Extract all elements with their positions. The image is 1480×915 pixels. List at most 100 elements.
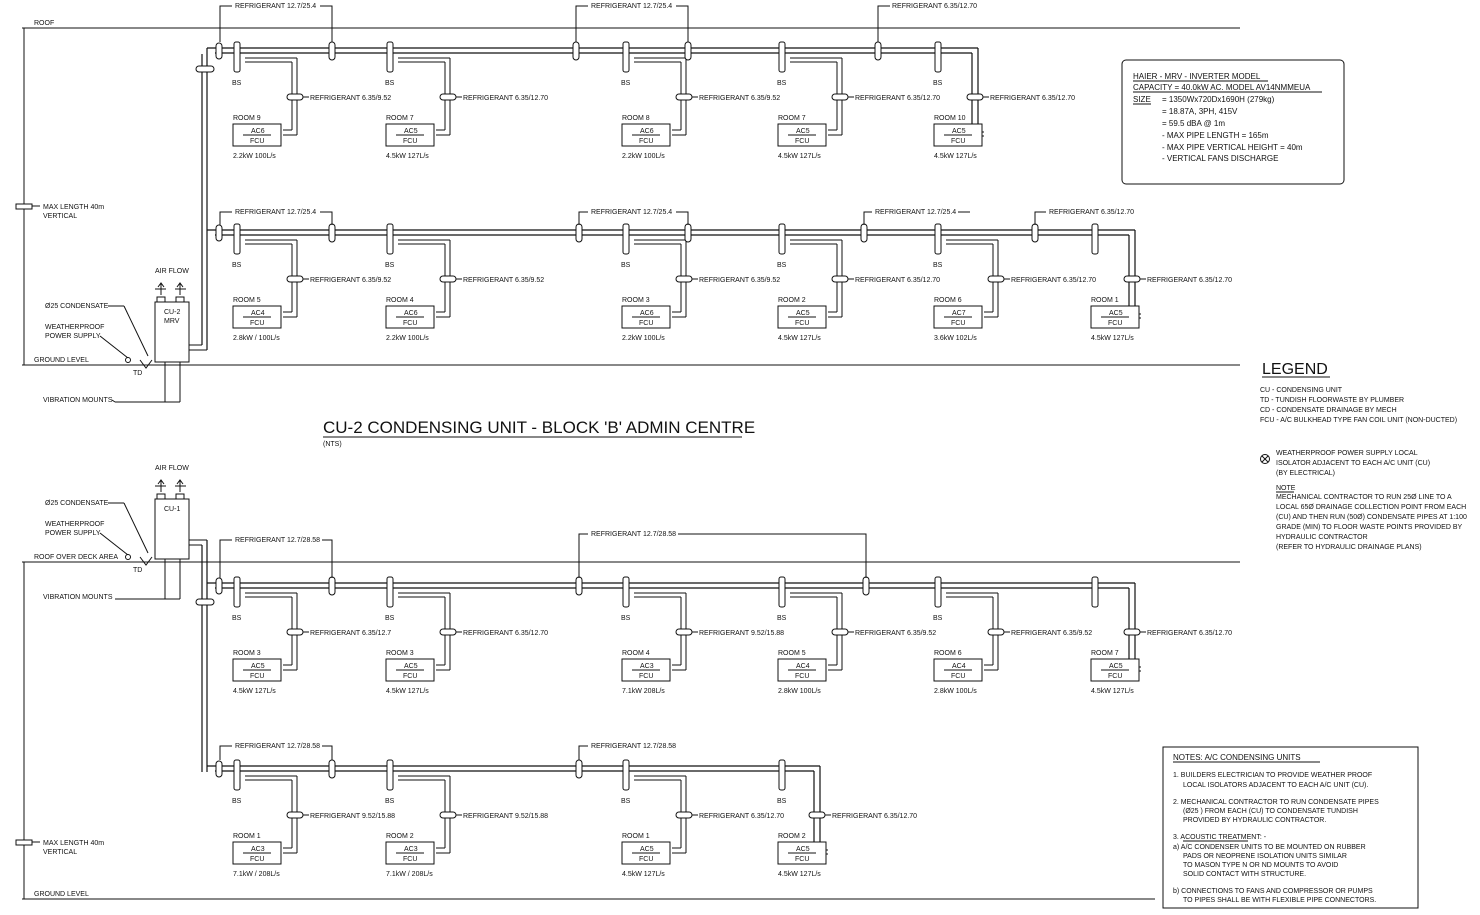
pipe-coupler (874, 41, 882, 61)
notes-box: NOTES: A/C CONDENSING UNITS 1. BUILDERS … (1162, 746, 1419, 909)
condensing-unit-cu2: CU-2 MRV (115, 282, 190, 403)
legend-note: LOCAL 65Ø DRAINAGE COLLECTION POINT FROM… (1276, 504, 1466, 511)
bs-label: BS (777, 80, 787, 87)
bs-label: BS (385, 798, 395, 805)
pipe-coupler (215, 42, 223, 60)
capacity-label: 2.2kW 100L/s (386, 335, 429, 342)
main-refrigerant-label: REFRIGERANT 12.7/28.58 (591, 531, 676, 538)
refrigerant-coupler (1123, 275, 1141, 283)
refrigerant-coupler (831, 93, 849, 101)
capacity-label: 2.8kW 100L/s (778, 688, 821, 695)
spec-line: - VERTICAL FANS DISCHARGE (1162, 154, 1278, 163)
branch-refrigerant-label: REFRIGERANT 6.35/9.52 (855, 630, 936, 637)
capacity-label: 4.5kW 127L/s (386, 688, 429, 695)
max-length-label: MAX LENGTH 40m (43, 204, 104, 211)
branch-refrigerant-label: REFRIGERANT 6.35/12.70 (463, 630, 548, 637)
notes-line: TO PIPES SHALL BE WITH FLEXIBLE PIPE CON… (1183, 897, 1376, 904)
cu2-label: CU-2 (164, 309, 180, 316)
fcu-model-label: AC7 (952, 310, 966, 317)
fcu-model-label: AC5 (640, 846, 654, 853)
condensing-unit-cu1: CU-1 (115, 479, 190, 600)
fcu-model-label: AC5 (796, 310, 810, 317)
refrigerant-coupler (808, 811, 826, 819)
fcu-model-label: AC3 (404, 846, 418, 853)
bs-label: BS (933, 262, 943, 269)
legend-note-title: NOTE (1276, 485, 1296, 492)
branch-refrigerant-label: REFRIGERANT 6.35/12.70 (832, 813, 917, 820)
notes-line: PROVIDED BY HYDRAULIC CONTRACTOR. (1183, 817, 1326, 824)
branch-selector (778, 223, 786, 255)
leader-line (99, 335, 129, 359)
pipe-coupler (684, 223, 692, 243)
pipe-coupler (328, 223, 336, 243)
room-label: ROOM 8 (622, 115, 650, 122)
notes-line: TO MASON TYPE N OR ND MOUNTS TO AVOID (1183, 862, 1338, 869)
room-label: ROOM 7 (778, 115, 806, 122)
fcu-type-label: FCU (250, 673, 264, 680)
branch-selector (233, 41, 241, 73)
pipe-coupler (575, 576, 583, 596)
refrigerant-coupler (439, 811, 457, 819)
capacity-label: 4.5kW 127L/s (934, 153, 977, 160)
refrigerant-coupler (966, 93, 984, 101)
legend-item: ISOLATOR ADJACENT TO EACH A/C UNIT (CU) (1276, 460, 1430, 467)
main-refrigerant-label: REFRIGERANT 12.7/25.4 (875, 209, 956, 216)
spec-line: = 18.87A, 3PH, 415V (1162, 107, 1238, 116)
fcu-type-label: FCU (1108, 320, 1122, 327)
refrigerant-coupler (675, 811, 693, 819)
refrigerant-coupler (675, 93, 693, 101)
condensate-label-cu2: Ø25 CONDENSATE (45, 303, 109, 310)
fcu-type-label: FCU (795, 320, 809, 327)
leader-line (123, 305, 149, 357)
main-refrigerant-label: REFRIGERANT 12.7/25.4 (591, 209, 672, 216)
main-refrigerant-label: REFRIGERANT 12.7/28.58 (235, 537, 320, 544)
room-label: ROOM 1 (622, 833, 650, 840)
condensate-label-cu1: Ø25 CONDENSATE (45, 500, 109, 507)
fcu-model-label: AC5 (404, 128, 418, 135)
tundish-symbol (139, 359, 153, 369)
air-flow-label-cu1: AIR FLOW (155, 465, 189, 472)
branch-selector (934, 223, 942, 255)
fcu-model-label: AC5 (796, 128, 810, 135)
branch-refrigerant-label: REFRIGERANT 6.35/9.52 (699, 277, 780, 284)
main-refrigerant-label: REFRIGERANT 12.7/28.58 (591, 743, 676, 750)
capacity-label: 2.2kW 100L/s (233, 153, 276, 160)
fcu-type-label: FCU (951, 138, 965, 145)
branch-selector (233, 759, 241, 791)
bs-label: BS (385, 262, 395, 269)
ground-label-upper: GROUND LEVEL (34, 357, 89, 364)
fcu-model-label: AC3 (251, 846, 265, 853)
room-label: ROOM 2 (778, 297, 806, 304)
spec-line: HAIER - MRV - INVERTER MODEL (1133, 72, 1261, 81)
refrigerant-coupler (286, 275, 304, 283)
branch-selector (778, 759, 786, 791)
branch-selector (386, 223, 394, 255)
pipe-coupler (575, 759, 583, 779)
air-flow-label-cu2: AIR FLOW (155, 268, 189, 275)
branch-refrigerant-label: REFRIGERANT 6.35/9.52 (699, 95, 780, 102)
pipe-coupler (684, 41, 692, 61)
pipe-coupler (575, 223, 583, 243)
fcu-type-label: FCU (250, 856, 264, 863)
notes-line: 2. MECHANICAL CONTRACTOR TO RUN CONDENSA… (1173, 799, 1379, 806)
pipe-coupler (328, 759, 336, 779)
room-label: ROOM 3 (233, 650, 261, 657)
pipe-coupler (328, 576, 336, 596)
nts-label: (NTS) (323, 441, 342, 448)
refrigerant-coupler (987, 628, 1005, 636)
branch-refrigerant-label: REFRIGERANT 9.52/15.88 (699, 630, 784, 637)
branch-refrigerant-label: REFRIGERANT 9.52/15.88 (310, 813, 395, 820)
notes-line: SOLID CONTACT WITH STRUCTURE. (1183, 871, 1306, 878)
legend-item: CD - CONDENSATE DRAINAGE BY MECH (1260, 407, 1397, 414)
refrigerant-coupler (675, 275, 693, 283)
capacity-label: 4.5kW 127L/s (622, 871, 665, 878)
branch-refrigerant-label: REFRIGERANT 6.35/12.70 (463, 95, 548, 102)
capacity-label: 2.8kW 100L/s (934, 688, 977, 695)
capacity-label: 7.1kW / 208L/s (233, 871, 280, 878)
fcu-type-label: FCU (403, 673, 417, 680)
fcu-model-label: AC6 (404, 310, 418, 317)
pipe-coupler (862, 576, 870, 596)
fcu-type-label: FCU (951, 673, 965, 680)
